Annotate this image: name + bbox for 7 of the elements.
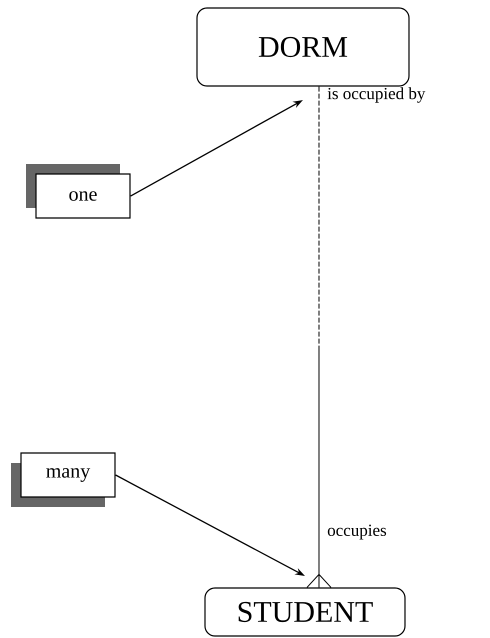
- role-label: occupies: [328, 524, 386, 540]
- entity-box: DORM: [196, 7, 410, 87]
- entity-box: STUDENT: [204, 587, 406, 637]
- cardinality-tag: many: [11, 452, 116, 507]
- cardinality-tag: one: [26, 164, 131, 219]
- role-label: is occupied by: [328, 87, 426, 103]
- relationship-line: [306, 86, 332, 588]
